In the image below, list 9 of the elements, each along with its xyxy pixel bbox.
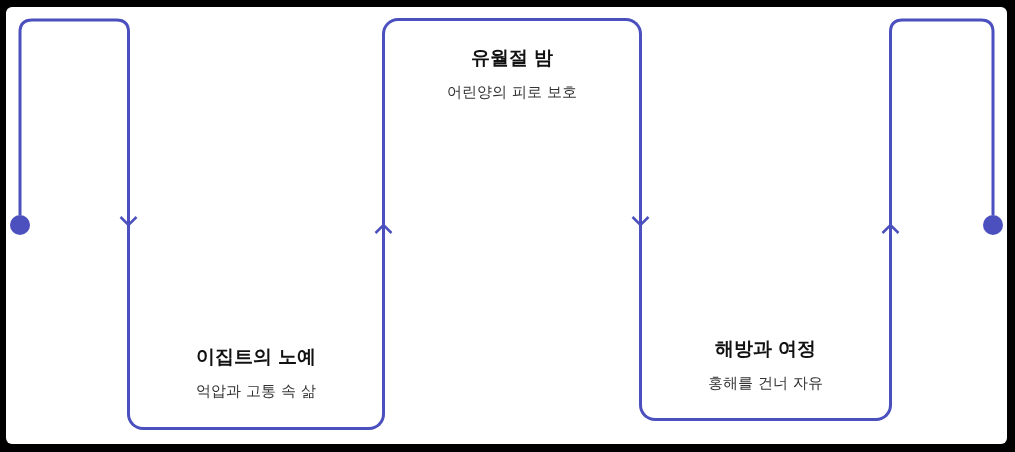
- timeline-segment: [127, 300, 385, 430]
- timeline-segment: [639, 300, 892, 421]
- stage-description: 어린양의 피로 보호: [447, 83, 577, 102]
- stage-description: 홍해를 건너 자유: [708, 374, 823, 393]
- timeline-segment: [382, 18, 642, 130]
- stage-title: 유월절 밤: [470, 45, 554, 70]
- stage-title: 이집트의 노예: [195, 344, 317, 369]
- stage-title: 해방과 여정: [714, 336, 817, 361]
- stage-description: 억압과 고통 속 삶: [196, 382, 316, 401]
